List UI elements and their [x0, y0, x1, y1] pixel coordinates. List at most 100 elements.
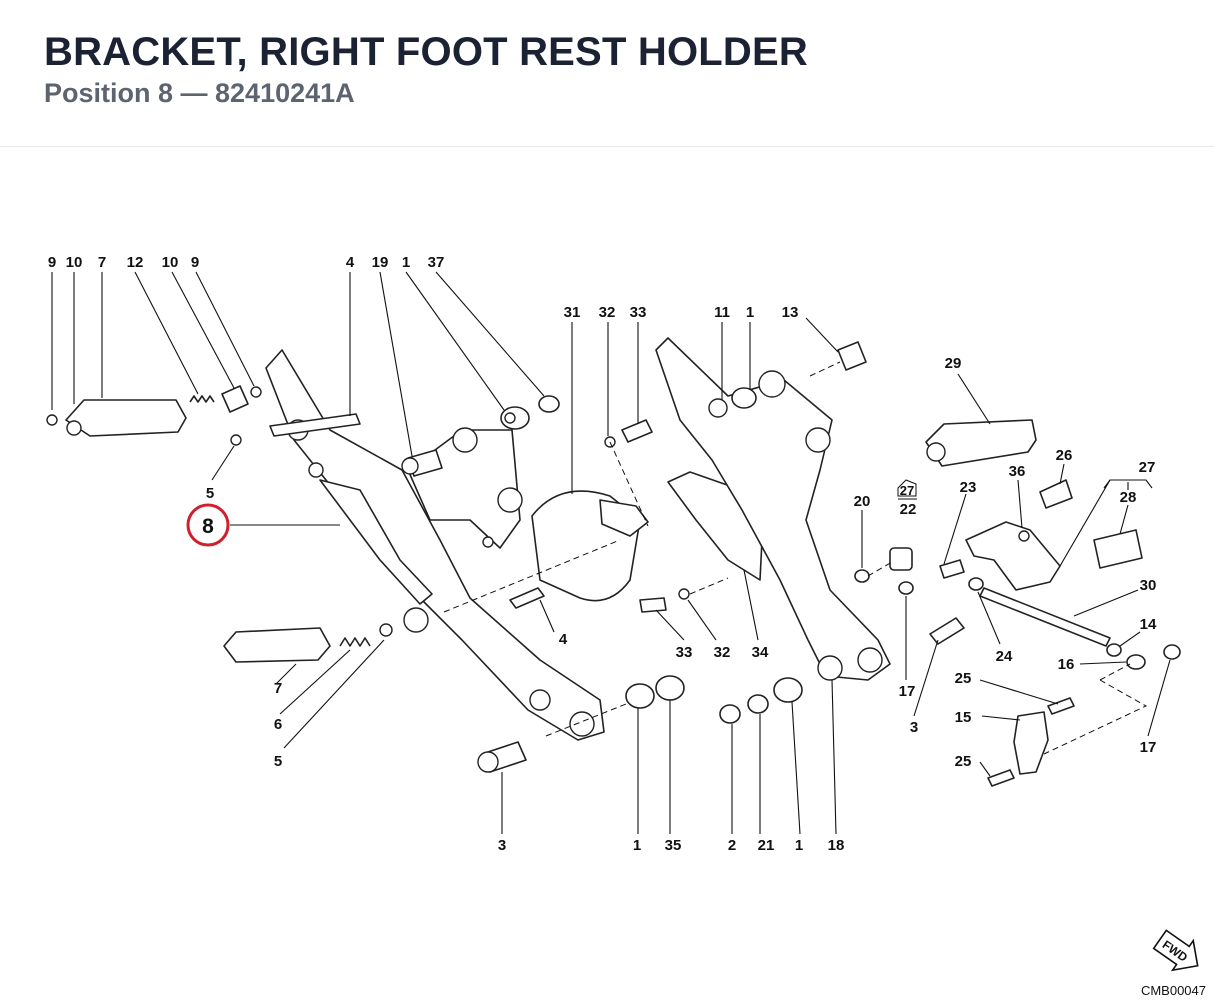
nut-17-left[interactable] — [898, 581, 914, 595]
highlighted-callout-label: 8 — [202, 515, 214, 538]
shift-rod-30[interactable] — [979, 587, 1111, 647]
washer-37[interactable] — [538, 395, 560, 413]
plate-10[interactable] — [221, 385, 249, 413]
callout-23[interactable]: 23 — [960, 479, 977, 496]
callout-7[interactable]: 7 — [98, 254, 106, 271]
bushing-22[interactable] — [889, 547, 913, 571]
callout-31[interactable]: 31 — [564, 304, 581, 321]
rod-end-16[interactable] — [1126, 654, 1146, 670]
screw-25-upper[interactable] — [1047, 697, 1075, 715]
callout-9[interactable]: 9 — [191, 254, 199, 271]
callout-19[interactable]: 19 — [372, 254, 389, 271]
callout-35[interactable]: 35 — [665, 837, 682, 854]
gear-lever-15[interactable] — [1013, 711, 1049, 775]
screw-33-lower[interactable] — [639, 597, 667, 613]
socket-screw-19[interactable] — [401, 449, 443, 477]
callout-27[interactable]: 27 — [1139, 459, 1156, 476]
bushing-1-upper[interactable] — [500, 406, 530, 430]
callout-25[interactable]: 25 — [955, 670, 972, 687]
callout-32[interactable]: 32 — [599, 304, 616, 321]
callout-15[interactable]: 15 — [955, 709, 972, 726]
callout-28[interactable]: 28 — [1120, 489, 1137, 506]
footpeg-7-upper[interactable] — [65, 399, 187, 437]
highlighted-callout-8[interactable]: 8 — [186, 503, 230, 547]
screw-13[interactable] — [837, 341, 867, 371]
callout-29[interactable]: 29 — [945, 355, 962, 372]
callout-9[interactable]: 9 — [48, 254, 56, 271]
screw-25-lower[interactable] — [987, 769, 1015, 787]
clip-5-upper[interactable] — [230, 434, 242, 446]
callout-32[interactable]: 32 — [714, 644, 731, 661]
callout-3[interactable]: 3 — [498, 837, 506, 854]
callout-26[interactable]: 26 — [1056, 447, 1073, 464]
heel-guard-mount — [599, 499, 649, 537]
new-part-pentagon-icon — [897, 479, 917, 497]
bolt-26[interactable] — [1039, 479, 1073, 509]
callout-37[interactable]: 37 — [428, 254, 445, 271]
footpeg-7-lower[interactable] — [223, 627, 331, 663]
callout-33[interactable]: 33 — [676, 644, 693, 661]
callout-27[interactable]: 27 — [900, 483, 914, 498]
callout-1[interactable]: 1 — [402, 254, 410, 271]
callout-16[interactable]: 16 — [1058, 656, 1075, 673]
pin-23[interactable] — [939, 559, 965, 579]
pivot-bolt-3-left[interactable] — [477, 741, 527, 773]
washer-20[interactable] — [854, 569, 870, 583]
callout-11[interactable]: 11 — [714, 304, 730, 321]
rear-set-bracket-18[interactable] — [655, 337, 891, 681]
bushing-1-lower-b[interactable] — [773, 677, 803, 703]
callout-34[interactable]: 34 — [752, 644, 769, 661]
callout-6[interactable]: 6 — [274, 716, 282, 733]
callout-1[interactable]: 1 — [633, 837, 641, 854]
callout-10[interactable]: 10 — [66, 254, 83, 271]
ball-9-right[interactable] — [250, 386, 262, 398]
callout-25[interactable]: 25 — [955, 753, 972, 770]
clip-5-lower[interactable] — [379, 623, 393, 637]
callout-24[interactable]: 24 — [996, 648, 1013, 665]
callout-13[interactable]: 13 — [782, 304, 799, 321]
callout-22[interactable]: 22 — [900, 501, 917, 518]
callout-17[interactable]: 17 — [1140, 739, 1157, 756]
callout-21[interactable]: 21 — [758, 837, 775, 854]
callout-4[interactable]: 4 — [559, 631, 568, 648]
callout-20[interactable]: 20 — [854, 493, 871, 510]
washer-32-lower[interactable] — [678, 588, 690, 600]
bushing-35[interactable] — [655, 675, 685, 701]
ball-9-left[interactable] — [46, 414, 58, 426]
header-divider — [0, 146, 1214, 147]
footpeg-29[interactable] — [925, 419, 1037, 467]
callout-36[interactable]: 36 — [1009, 463, 1026, 480]
spring-6[interactable] — [339, 637, 371, 647]
callout-1[interactable]: 1 — [746, 304, 754, 321]
callout-12[interactable]: 12 — [127, 254, 144, 271]
pivot-bolt-3-right[interactable] — [929, 617, 965, 645]
callout-5[interactable]: 5 — [206, 485, 214, 502]
callout-4[interactable]: 4 — [346, 254, 355, 271]
washer-24[interactable] — [968, 577, 984, 591]
callout-1[interactable]: 1 — [795, 837, 803, 854]
shift-lever-27[interactable] — [965, 521, 1061, 591]
callout-30[interactable]: 30 — [1140, 577, 1157, 594]
bolt-4-upper[interactable] — [269, 413, 361, 437]
shift-rubber-28[interactable] — [1093, 529, 1143, 569]
nut-36[interactable] — [1018, 530, 1030, 542]
bushing-1-lower-a[interactable] — [625, 683, 655, 709]
bolt-4-lower[interactable] — [509, 587, 545, 609]
washer-2[interactable] — [719, 704, 741, 724]
screw-33-upper[interactable] — [621, 419, 653, 443]
heel-plate-34[interactable] — [667, 471, 763, 581]
washer-21[interactable] — [747, 694, 769, 714]
spring-12[interactable] — [189, 395, 215, 403]
callout-14[interactable]: 14 — [1140, 616, 1157, 633]
callout-7[interactable]: 7 — [274, 680, 282, 697]
callout-33[interactable]: 33 — [630, 304, 647, 321]
callout-18[interactable]: 18 — [828, 837, 845, 854]
callout-5[interactable]: 5 — [274, 753, 282, 770]
callout-3[interactable]: 3 — [910, 719, 918, 736]
callout-2[interactable]: 2 — [728, 837, 736, 854]
nut-17-right[interactable] — [1163, 644, 1181, 660]
nut-14[interactable] — [1106, 643, 1122, 657]
bushing-1-right[interactable] — [731, 387, 757, 409]
callout-17[interactable]: 17 — [899, 683, 916, 700]
callout-10[interactable]: 10 — [162, 254, 179, 271]
